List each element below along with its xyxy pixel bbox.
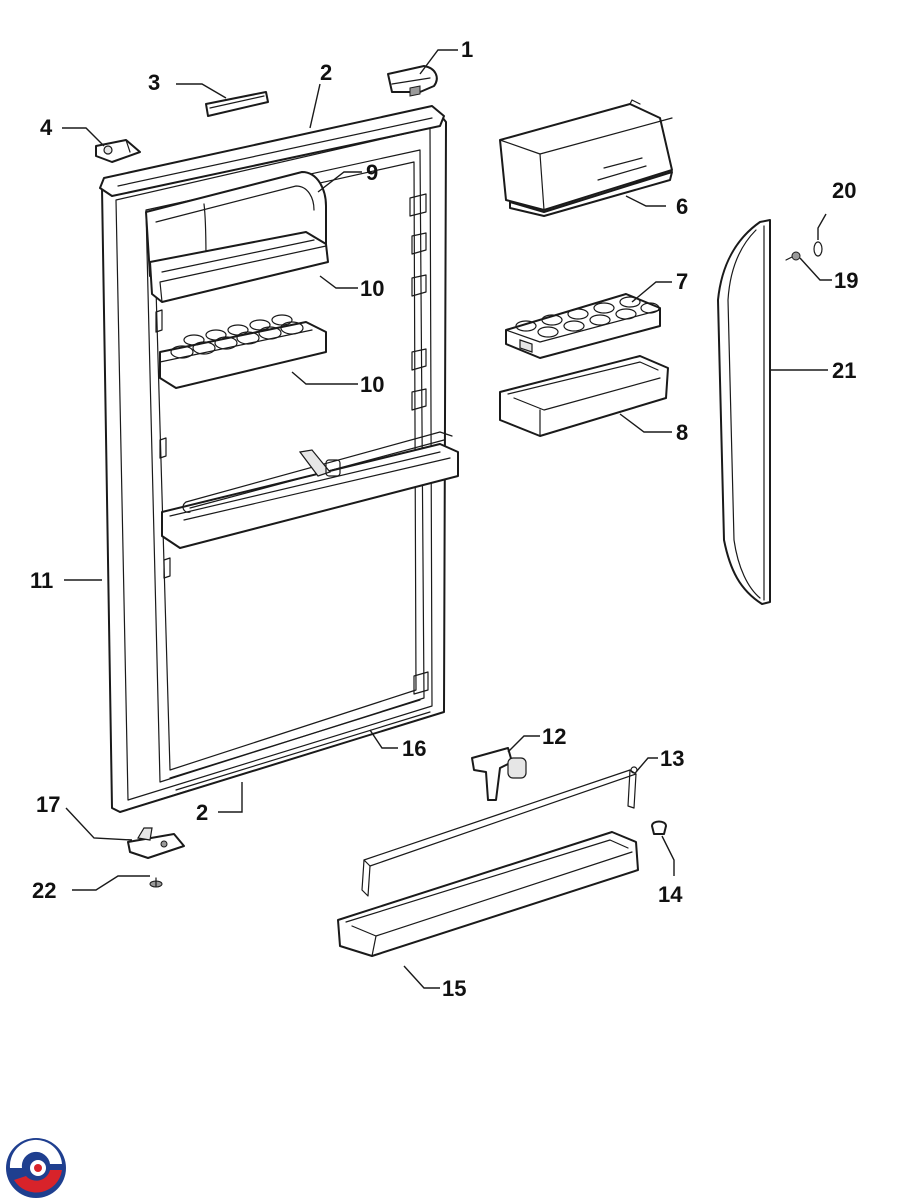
callout-15: 15 bbox=[442, 976, 466, 1001]
callout-20: 20 bbox=[832, 178, 856, 203]
callout-13: 13 bbox=[660, 746, 684, 771]
callout-22: 22 bbox=[32, 878, 56, 903]
top-hinge bbox=[95, 139, 141, 163]
callout-4: 4 bbox=[40, 115, 53, 140]
leader-lines bbox=[62, 49, 832, 989]
callout-9: 9 bbox=[366, 160, 378, 185]
door-bin-large bbox=[161, 431, 459, 549]
callout-1: 1 bbox=[461, 37, 473, 62]
screw-19 bbox=[785, 251, 801, 261]
bottom-trim bbox=[119, 789, 191, 813]
callout-10-upper: 10 bbox=[360, 276, 384, 301]
callout-21: 21 bbox=[832, 358, 856, 383]
callout-numbers: 1 2 2 3 4 6 7 8 9 10 10 11 12 13 14 15 1… bbox=[30, 37, 858, 1001]
screw-22 bbox=[149, 877, 163, 888]
name-plate bbox=[205, 91, 269, 117]
callout-2-top: 2 bbox=[320, 60, 332, 85]
callout-8: 8 bbox=[676, 420, 688, 445]
callout-16: 16 bbox=[402, 736, 426, 761]
bottom-door-bin bbox=[337, 831, 639, 957]
rail-cap bbox=[651, 820, 667, 835]
brand-swirl-icon bbox=[6, 1138, 66, 1198]
callout-19: 19 bbox=[834, 268, 858, 293]
callout-6: 6 bbox=[676, 194, 688, 219]
lower-hinge bbox=[127, 827, 185, 859]
fence-clip bbox=[471, 747, 527, 801]
callout-10-lower: 10 bbox=[360, 372, 384, 397]
top-trim bbox=[99, 105, 445, 197]
callout-2-bottom: 2 bbox=[196, 800, 208, 825]
egg-shelf bbox=[159, 314, 327, 389]
callout-7: 7 bbox=[676, 269, 688, 294]
callout-3: 3 bbox=[148, 70, 160, 95]
callout-11: 11 bbox=[30, 568, 53, 593]
hinge-cover bbox=[387, 65, 438, 97]
door-gasket bbox=[717, 219, 771, 605]
bottle-rail bbox=[361, 766, 638, 897]
egg-tray bbox=[505, 293, 661, 359]
upper-door-shelf bbox=[159, 245, 329, 303]
washer-20 bbox=[813, 241, 823, 257]
small-tray bbox=[499, 355, 669, 437]
covered-dairy-box bbox=[499, 99, 673, 217]
callout-17: 17 bbox=[36, 792, 60, 817]
callout-14: 14 bbox=[658, 882, 683, 907]
callout-12: 12 bbox=[542, 724, 566, 749]
